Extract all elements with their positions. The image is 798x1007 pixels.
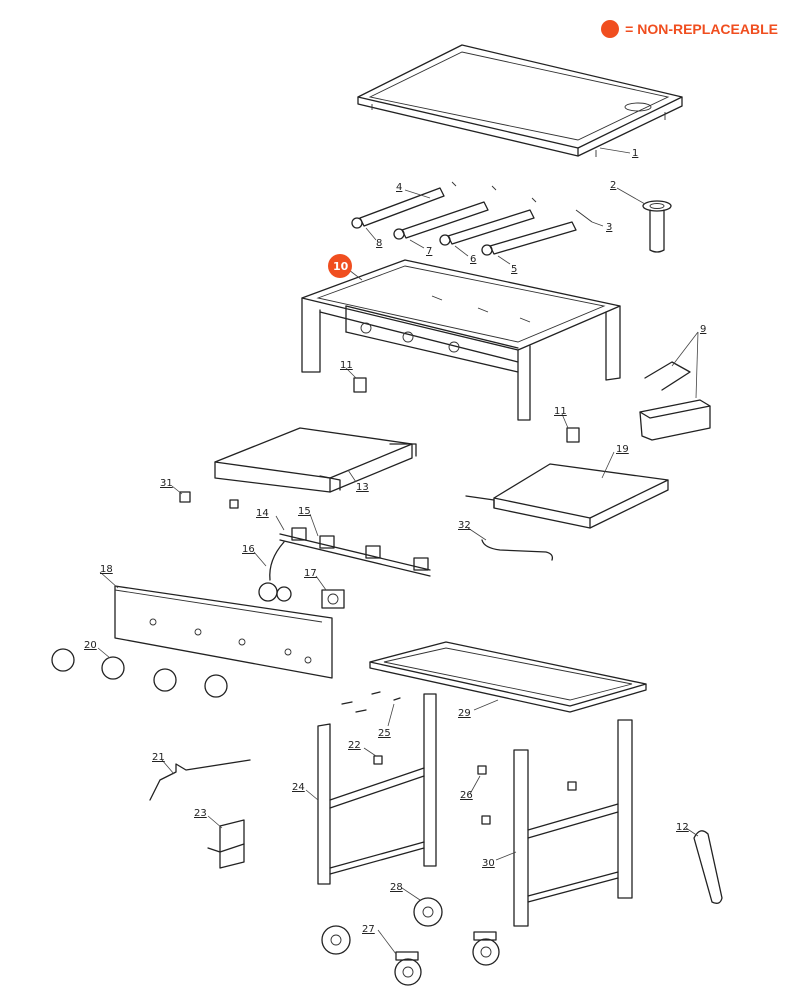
label-4: 4 xyxy=(396,182,402,193)
legend: = NON-REPLACEABLE xyxy=(601,20,778,38)
part-24-left-leg-frame xyxy=(317,693,437,885)
part-23-hook-bracket xyxy=(207,819,245,869)
label-32: 32 xyxy=(458,520,471,531)
label-21: 21 xyxy=(152,752,165,763)
label-17: 17 xyxy=(304,568,317,579)
legend-text: = NON-REPLACEABLE xyxy=(625,21,778,37)
label-28: 28 xyxy=(390,882,403,893)
part-5-burner xyxy=(481,221,577,256)
label-18: 18 xyxy=(100,564,113,575)
part-27-casters xyxy=(394,931,500,986)
label-30: 30 xyxy=(482,858,495,869)
part-12-lighter-rod xyxy=(693,830,723,904)
label-1: 1 xyxy=(632,148,638,159)
part-28-wheel xyxy=(321,897,443,955)
label-26: 26 xyxy=(460,790,473,801)
label-10: 10 xyxy=(333,260,349,273)
label-23: 23 xyxy=(194,808,207,819)
burner-tubes xyxy=(351,181,593,256)
label-22: 22 xyxy=(348,740,361,751)
part-16-regulator-hose xyxy=(258,541,292,602)
part-21-igniter-wire xyxy=(149,759,251,801)
label-19: 19 xyxy=(616,444,629,455)
label-9: 9 xyxy=(700,324,706,335)
part-31-clip xyxy=(179,491,239,509)
part-26-fasteners xyxy=(477,765,577,825)
label-20: 20 xyxy=(84,640,97,651)
label-25: 25 xyxy=(378,728,391,739)
part-9-grease-tray xyxy=(639,361,711,441)
part-29-bottom-tray xyxy=(369,641,647,713)
label-13: 13 xyxy=(356,482,369,493)
part-11-bracket-left xyxy=(353,377,367,393)
label-5: 5 xyxy=(511,264,517,275)
label-11b: 11 xyxy=(554,406,567,417)
label-7: 7 xyxy=(426,246,432,257)
label-2: 2 xyxy=(610,180,616,191)
part-7-burner xyxy=(393,201,489,240)
label-11a: 11 xyxy=(340,360,353,371)
part-17-igniter xyxy=(321,589,345,609)
part-25-bolts xyxy=(341,691,401,713)
part-2-grease-funnel xyxy=(642,200,672,253)
label-24: 24 xyxy=(292,782,305,793)
part-20-knobs xyxy=(51,648,228,698)
part-18-control-panel xyxy=(114,585,333,679)
label-29: 29 xyxy=(458,708,471,719)
part-6-burner xyxy=(439,209,535,246)
label-14: 14 xyxy=(256,508,269,519)
part-30-right-leg-frame xyxy=(513,719,633,927)
part-22-fastener xyxy=(373,755,383,765)
label-3: 3 xyxy=(606,222,612,233)
part-15-valve-manifold xyxy=(279,527,431,577)
label-8: 8 xyxy=(376,238,382,249)
label-27: 27 xyxy=(362,924,375,935)
part-32-handle xyxy=(481,539,554,561)
label-12: 12 xyxy=(676,822,689,833)
label-15: 15 xyxy=(298,506,311,517)
part-13-left-shelf xyxy=(214,427,417,493)
part-8-burner xyxy=(351,187,445,229)
non-replaceable-marker-10 xyxy=(328,254,352,278)
part-19-right-shelf xyxy=(465,463,669,529)
part-1-griddle-top xyxy=(357,44,683,157)
label-6: 6 xyxy=(470,254,476,265)
label-31: 31 xyxy=(160,478,173,489)
non-replaceable-dot-icon xyxy=(601,20,620,38)
part-10-firebox-frame xyxy=(301,259,621,421)
part-11-bracket-right xyxy=(566,427,580,443)
label-16: 16 xyxy=(242,544,255,555)
